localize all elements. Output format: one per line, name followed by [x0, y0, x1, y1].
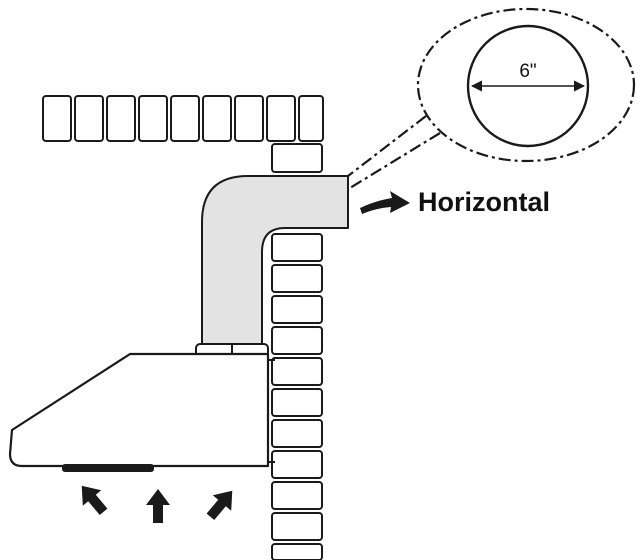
- arrow-up-icon: [206, 490, 233, 521]
- intake-arrows: [81, 485, 233, 523]
- duct-diameter-label: 6": [519, 61, 536, 82]
- arrow-right-icon: [360, 191, 410, 214]
- filter-strip: [62, 464, 154, 472]
- ceiling-joists: [42, 95, 324, 142]
- arrow-up-icon: [146, 489, 170, 523]
- callout-bubble: [347, 7, 636, 189]
- range-hood: [8, 352, 270, 468]
- vent-direction-label: Horizontal: [418, 187, 550, 217]
- wall-studs: [271, 143, 323, 560]
- arrow-up-icon: [81, 485, 108, 516]
